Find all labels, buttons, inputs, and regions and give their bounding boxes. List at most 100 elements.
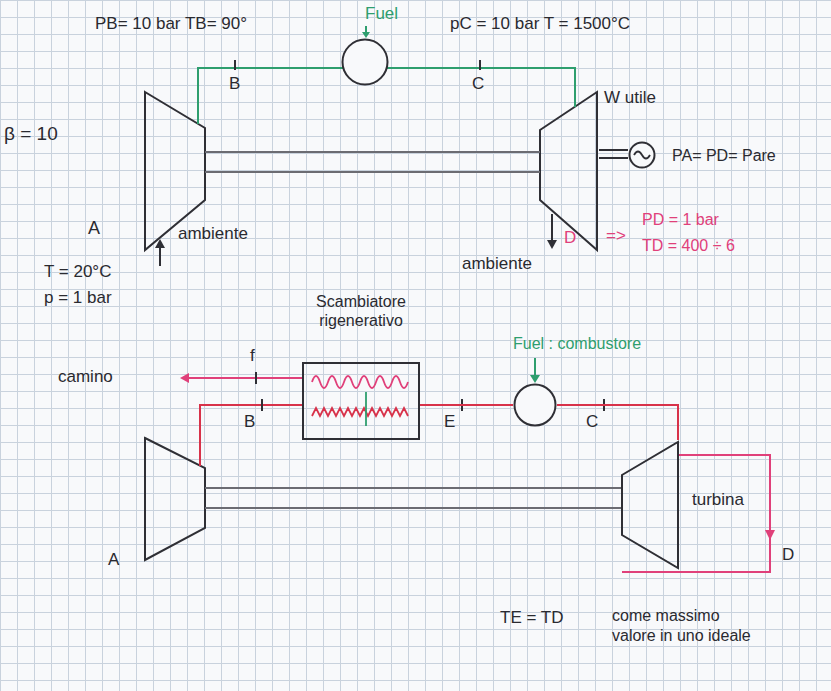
annotation-label: B [244, 412, 255, 432]
label-slot: camino [58, 367, 113, 387]
label-slot: PD = 1 bar [642, 210, 719, 230]
annotation-label: ambiente [178, 224, 248, 244]
coil-symbol [312, 408, 408, 416]
annotation-label: TD = 400 ÷ 6 [642, 236, 735, 256]
annotation-label: TE = TD [500, 608, 563, 628]
compressor-symbol [145, 438, 205, 560]
heading-slot: Scambiatore rigenerativo [302, 292, 420, 330]
label-slot: B [229, 74, 240, 94]
annotation-label: PB= 10 bar TB= 90° [95, 14, 247, 34]
annotation-label: A [88, 218, 100, 238]
circle-outline [630, 143, 655, 168]
annotation-label: C [472, 74, 484, 94]
coupling-line [599, 157, 628, 159]
air-path [200, 405, 302, 466]
fuel-arrow [534, 358, 536, 376]
node-label: Fuel [365, 4, 398, 24]
label-slot: A [88, 218, 100, 238]
node-heading: Scambiatore rigenerativo [302, 292, 420, 330]
label-slot: => [606, 226, 626, 246]
sine-symbol [634, 152, 650, 159]
label-slot: A [108, 550, 119, 570]
arrow-head [547, 240, 557, 249]
arrow-head [362, 32, 370, 38]
label-slot: f [250, 346, 255, 366]
coil-symbol [312, 376, 408, 388]
air-path [198, 68, 575, 124]
flow-connector [557, 405, 678, 440]
coupling-line [599, 149, 628, 151]
label-slot: β = 10 [4, 124, 58, 144]
annotation-label: PA= PD= Pare [672, 146, 776, 166]
shaft-line [205, 151, 540, 153]
shaft-line [205, 487, 622, 489]
label-slot: TD = 400 ÷ 6 [642, 236, 735, 256]
shaft-line [205, 507, 622, 509]
turbine-outline [618, 440, 682, 570]
label-slot: PA= PD= Pare [672, 146, 776, 166]
annotation-label: come massimo valore in uno ideale [612, 606, 752, 646]
label-slot: C [586, 412, 598, 432]
circle-outline [515, 385, 556, 426]
circle-outline [343, 40, 388, 85]
shaft-line [205, 171, 540, 173]
shafts [205, 152, 622, 508]
arrow-head [180, 373, 189, 383]
label-slot: PB= 10 bar TB= 90° [95, 14, 247, 34]
generator-circle: W utile [604, 88, 656, 169]
label-slot: ambiente [462, 254, 532, 274]
label-slot: pC = 10 bar T = 1500°C [450, 14, 630, 34]
station-tick [234, 60, 236, 70]
label-slot: TE = TD [500, 608, 563, 628]
arrow-head [155, 239, 165, 248]
coil-symbol [365, 392, 367, 426]
label-slot: D [564, 228, 576, 248]
label-slot: p = 1 bar [44, 288, 112, 308]
turbine-symbol [540, 92, 597, 250]
annotation-label: f [250, 346, 255, 366]
node-outline [513, 383, 557, 427]
annotation-label: => [606, 226, 626, 246]
station-tick [261, 399, 263, 411]
node-label: turbina [692, 490, 744, 510]
label-slot: E [444, 412, 455, 432]
stack-path [188, 377, 302, 379]
node-outline [341, 38, 389, 86]
annotation-label: PD = 1 bar [642, 210, 719, 230]
annotation-label: ambiente [462, 254, 532, 274]
inlet-arrow [159, 246, 161, 266]
annotation-label: β = 10 [4, 124, 58, 144]
station-tick [479, 60, 481, 70]
annotation-label: pC = 10 bar T = 1500°C [450, 14, 630, 34]
arrow-head [765, 530, 775, 540]
label-slot: C [472, 74, 484, 94]
exchanger-outline [302, 362, 420, 440]
arrow-head [530, 375, 540, 383]
annotation-label: C [586, 412, 598, 432]
annotation-label: p = 1 bar [44, 288, 112, 308]
annotation-label: A [108, 550, 119, 570]
node-label: W utile [604, 88, 656, 108]
machines [145, 92, 597, 560]
annotation-label: B [229, 74, 240, 94]
exhaust-arrow [551, 214, 553, 242]
annotation-label: T = 20°C [44, 262, 111, 282]
label-slot: D [782, 545, 794, 565]
label-slot: T = 20°C [44, 262, 111, 282]
node-label: Fuel : combustore [513, 334, 641, 354]
turbine-symbol [622, 442, 678, 568]
annotation-label: camino [58, 367, 113, 387]
combustor-circle: Fuel : combustore [513, 334, 641, 427]
label-slot: ambiente [178, 224, 248, 244]
label-slot: B [244, 412, 255, 432]
coupling [599, 150, 628, 158]
exhaust-path [622, 455, 770, 572]
annotation-label: D [782, 545, 794, 565]
annotation-label: E [444, 412, 455, 432]
combustor-circle: Fuel [341, 4, 398, 86]
station-tick [255, 372, 257, 384]
turbine-shape: turbina [618, 440, 746, 570]
annotation-label: D [564, 228, 576, 248]
